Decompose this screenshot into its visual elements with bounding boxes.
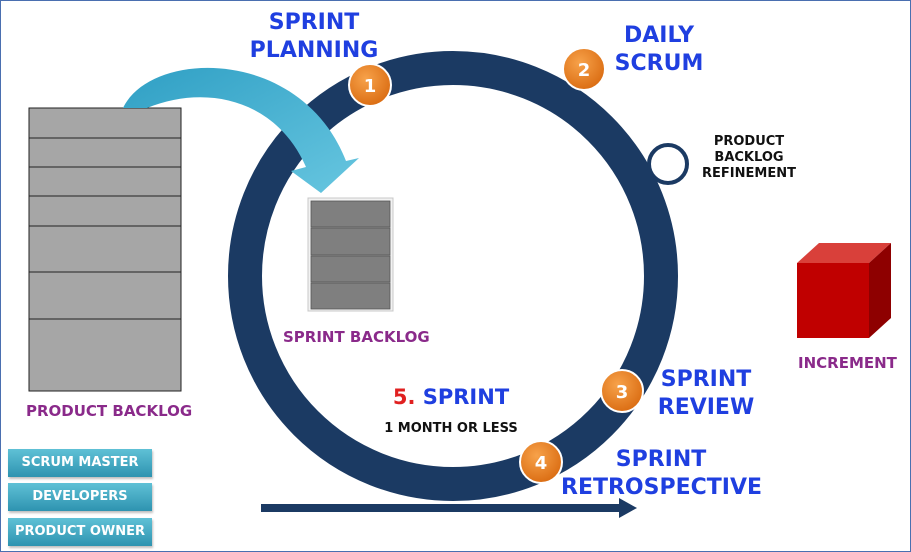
refinement-line1: PRODUCT (713, 134, 785, 149)
daily-scrum-line1: DAILY (624, 23, 694, 48)
svg-text:3: 3 (616, 382, 629, 403)
backlog-item (28, 271, 182, 320)
step-badge-1: 1 (348, 63, 392, 107)
step-badge-4: 4 (519, 440, 563, 484)
backlog-item (28, 195, 182, 227)
sprint-planning-line1: SPRINT (268, 10, 360, 35)
sprint-backlog-item (310, 227, 391, 256)
sprint-cycle-ring (228, 51, 678, 501)
sprint-backlog-item (310, 255, 391, 283)
sprint-title: SPRINT (422, 385, 510, 409)
sprint-number: 5. (392, 385, 416, 409)
sprint-review-label: SPRINT REVIEW (651, 366, 761, 422)
sprint-review-line1: SPRINT (660, 367, 752, 392)
backlog-item (28, 137, 182, 168)
role-product-owner[interactable]: PRODUCT OWNER (8, 518, 152, 546)
sprint-backlog-item (310, 282, 391, 310)
flow-arrow (261, 498, 637, 518)
sprint-duration: 1 MONTH OR LESS (384, 421, 518, 436)
step-badge-2: 2 (562, 47, 606, 91)
svg-text:2: 2 (578, 60, 591, 81)
increment-label: INCREMENT (798, 354, 897, 372)
backlog-item (28, 166, 182, 197)
sprint-backlog-item (310, 200, 391, 228)
role-scrum-master[interactable]: SCRUM MASTER (8, 449, 152, 477)
product-backlog-stack (28, 107, 182, 392)
sprint-retrospective-line2: RETROSPECTIVE (561, 475, 763, 500)
svg-text:1: 1 (364, 76, 377, 97)
backlog-item (28, 318, 182, 392)
sprint-retrospective-label: SPRINT RETROSPECTIVE (561, 446, 763, 502)
daily-scrum-label: DAILY SCRUM (609, 22, 709, 78)
refinement-line2: BACKLOG (714, 150, 784, 165)
backlog-item (28, 225, 182, 273)
sprint-backlog-stack (307, 197, 394, 312)
sprint-planning-line2: PLANNING (249, 38, 379, 63)
refinement-circle (647, 143, 689, 185)
sprint-review-line2: REVIEW (657, 395, 755, 420)
increment-cube (797, 243, 891, 338)
step-badge-3: 3 (600, 369, 644, 413)
sprint-backlog-label: SPRINT BACKLOG (283, 328, 430, 346)
sprint-label: 5. SPRINT (381, 383, 521, 411)
svg-text:4: 4 (535, 453, 548, 474)
sprint-retrospective-line1: SPRINT (615, 447, 707, 472)
planning-arrow (123, 67, 359, 193)
product-backlog-refinement-label: PRODUCT BACKLOG REFINEMENT (699, 134, 799, 182)
sprint-planning-label: SPRINT PLANNING (249, 9, 379, 65)
daily-scrum-line2: SCRUM (614, 51, 704, 76)
role-developers[interactable]: DEVELOPERS (8, 483, 152, 511)
refinement-line3: REFINEMENT (702, 166, 796, 181)
backlog-item (28, 107, 182, 139)
product-backlog-label: PRODUCT BACKLOG (26, 402, 193, 420)
